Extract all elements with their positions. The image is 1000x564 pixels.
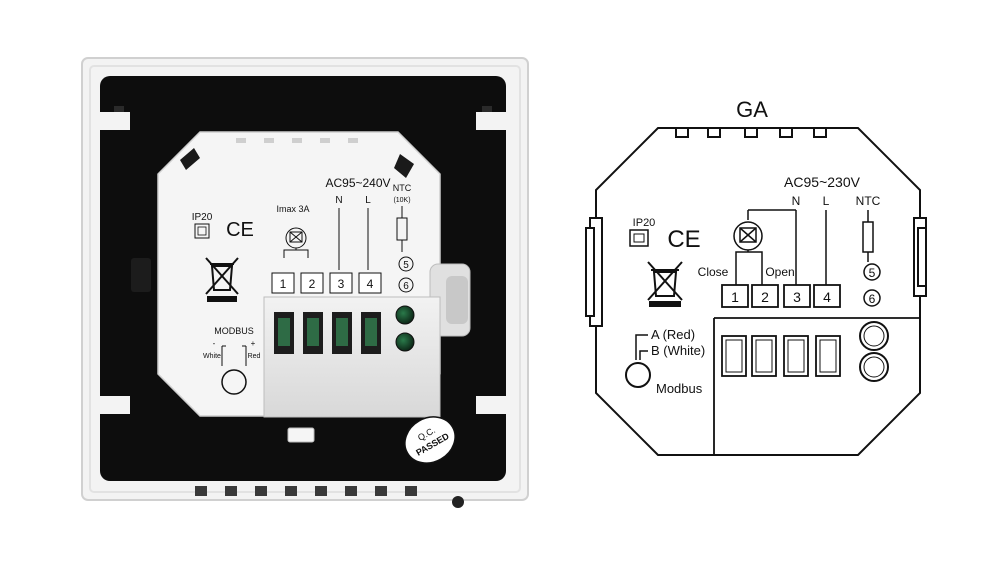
- diagram-ip20-label: IP20: [633, 217, 656, 229]
- diagram-ntc-screw-6: [859, 352, 889, 382]
- photo-terminal-1: 1: [280, 277, 287, 291]
- photo-modbus-plus: +: [251, 339, 256, 348]
- diagram-terminal-slots: [721, 335, 841, 377]
- diagram-valve-motor-icon: [733, 209, 796, 285]
- diagram-terminal-4: 4: [823, 289, 831, 305]
- weee-bin-icon: [205, 257, 239, 302]
- diagram-title: GA: [736, 97, 768, 122]
- ip20-icon: [194, 223, 210, 239]
- ntc-screw-6: [395, 332, 415, 352]
- photo-modbus-red: Red: [248, 353, 261, 360]
- diagram-modbus-b: B (White): [651, 343, 705, 358]
- photo-terminal-3: 3: [338, 277, 345, 291]
- photo-terminal-4: 4: [367, 277, 374, 291]
- photo-terminal-2: 2: [309, 277, 316, 291]
- diagram-ntc-terminal-5: 5: [869, 266, 876, 280]
- diagram-close-label: Close: [698, 265, 729, 279]
- photo-ntc-label: NTC: [393, 183, 412, 193]
- photo-l-label: L: [365, 195, 371, 206]
- photo-ce-mark: CE: [226, 219, 254, 241]
- diagram-terminal-block: [713, 317, 920, 455]
- diagram-ce-mark: CE: [667, 226, 700, 253]
- terminal-slots: [274, 312, 381, 354]
- diagram-open-label: Open: [765, 265, 794, 279]
- diagram-ntc-terminal-6: 6: [869, 292, 876, 306]
- diagram-terminals: [721, 284, 841, 308]
- diagram-ac-label: AC95~230V: [784, 174, 861, 190]
- diagram-modbus-port: [625, 362, 651, 388]
- valve-motor-icon: [283, 227, 309, 258]
- diagram-terminal-1: 1: [731, 289, 739, 305]
- photo-ac-label: AC95~240V: [325, 176, 390, 190]
- diagram-weee-bin-icon: [647, 261, 683, 307]
- photo-modbus-label: MODBUS: [214, 326, 254, 336]
- diagram-top-notches: [675, 127, 827, 138]
- diagram-ip20-icon: [629, 229, 649, 247]
- diagram-modbus-label: Modbus: [656, 381, 703, 396]
- diagram-ntc-screw-5: [859, 321, 889, 351]
- modbus-port: [221, 369, 247, 395]
- photo-ntc-value: (10K): [393, 197, 410, 204]
- photo-n-label: N: [335, 195, 342, 206]
- wiring-diagram: GA AC95~230V N L NTC 5 6 IP20: [585, 97, 927, 456]
- photo-imax-label: Imax 3A: [276, 204, 309, 214]
- diagram-modbus-a: A (Red): [651, 327, 695, 342]
- ntc-screw-5: [395, 305, 415, 325]
- diagram-terminal-2: 2: [761, 289, 769, 305]
- diagram-l-label: L: [823, 194, 830, 208]
- diagram-terminal-3: 3: [793, 289, 801, 305]
- photo-modbus-white: White: [203, 353, 221, 360]
- diagram-ntc-label: NTC: [856, 194, 881, 208]
- thermostat-back-photo: AC95~240V N L NTC (10K) 5 6 Imax 3A: [81, 57, 529, 508]
- qc-passed-sticker: Q.C. PASSED: [404, 416, 456, 464]
- photo-ntc-terminal-5: 5: [403, 260, 409, 271]
- diagram-n-label: N: [792, 194, 801, 208]
- diagram-ntc-sensor-icon: [862, 221, 874, 253]
- photo-ip20-label: IP20: [192, 212, 213, 223]
- photo-ntc-terminal-6: 6: [403, 281, 409, 292]
- photo-modbus-minus: -: [213, 339, 216, 348]
